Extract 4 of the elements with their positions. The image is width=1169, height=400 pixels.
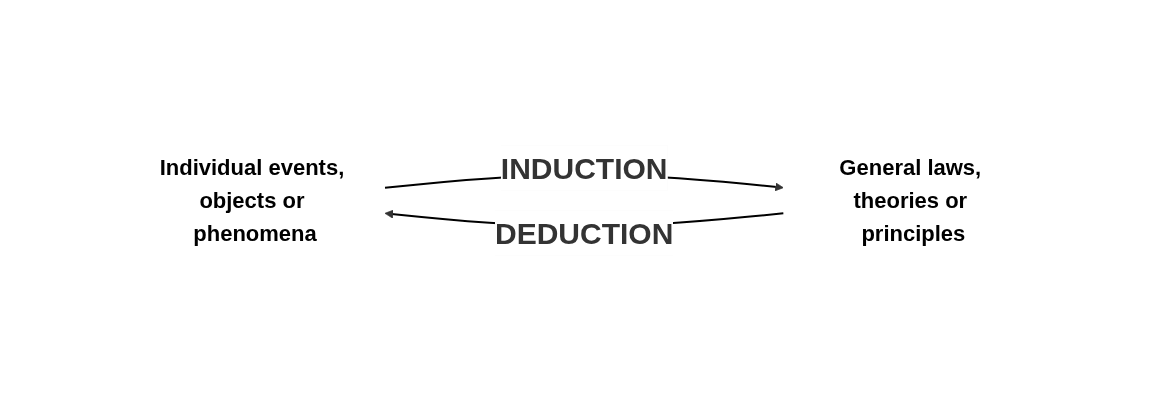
node-text: Individual events, objects or phenomena <box>159 154 345 246</box>
edge-label: INDUCTION <box>501 151 668 184</box>
edge-label: DEDUCTION <box>495 216 674 249</box>
node-text: General laws, theories or principles <box>839 154 982 246</box>
